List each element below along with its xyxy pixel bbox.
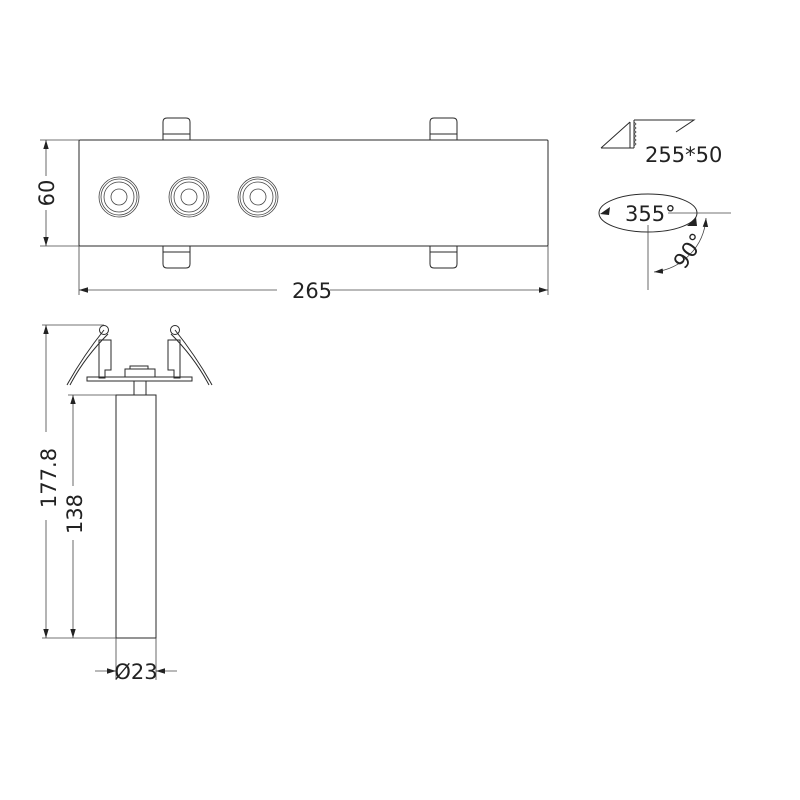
tilt-label: 90° bbox=[669, 229, 710, 273]
side-view: 177.8 138 Ø23 bbox=[37, 324, 213, 684]
rotation-label: 355° bbox=[625, 202, 676, 226]
top-view: 60 265 bbox=[35, 117, 549, 303]
spring-clips bbox=[66, 325, 213, 386]
body-height-dimension: 138 bbox=[63, 394, 116, 638]
diameter-dimension: Ø23 bbox=[95, 638, 177, 684]
neck bbox=[133, 380, 147, 396]
width-dim-label: 265 bbox=[292, 279, 332, 303]
housing-outline bbox=[78, 139, 549, 247]
lamp-head bbox=[98, 176, 140, 218]
cylinder-body bbox=[115, 394, 157, 639]
cutout-icon bbox=[600, 119, 696, 149]
body-height-label: 138 bbox=[63, 494, 87, 534]
width-dimension: 265 bbox=[78, 246, 549, 303]
diameter-label: Ø23 bbox=[114, 660, 157, 684]
height-dimension: 60 bbox=[35, 139, 79, 247]
rotation-spec: 355° 90° bbox=[598, 193, 731, 290]
lamp-head bbox=[237, 176, 279, 218]
mounting-tabs bbox=[162, 117, 458, 269]
lamp-heads bbox=[98, 176, 279, 218]
cutout-size-label: 255*50 bbox=[645, 143, 722, 167]
lamp-head bbox=[168, 176, 210, 218]
cutout-spec: 255*50 bbox=[600, 119, 722, 167]
tilt-arc-icon bbox=[653, 217, 709, 274]
height-dim-label: 60 bbox=[35, 180, 59, 207]
driver-box bbox=[124, 365, 156, 377]
total-height-dimension: 177.8 bbox=[37, 324, 116, 639]
total-height-label: 177.8 bbox=[37, 448, 61, 508]
